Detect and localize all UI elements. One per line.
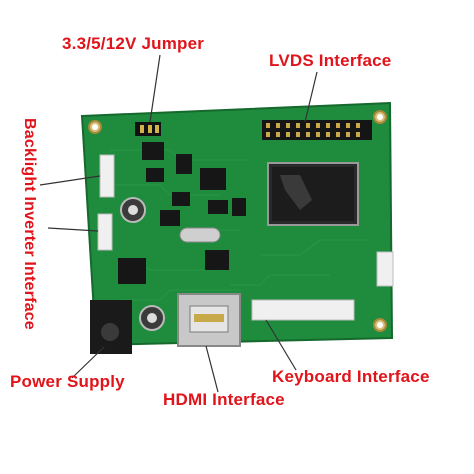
main-chip bbox=[267, 162, 359, 226]
hdmi-label: HDMI Interface bbox=[163, 390, 285, 409]
keyboard-label: Keyboard Interface bbox=[272, 367, 430, 386]
dc-jack bbox=[90, 300, 132, 354]
jumper-label: 3.3/5/12V Jumper bbox=[62, 34, 205, 53]
lvds-label: LVDS Interface bbox=[269, 51, 392, 70]
white-connectors bbox=[97, 154, 394, 321]
lvds-header bbox=[262, 120, 372, 140]
power-supply-label: Power Supply bbox=[10, 372, 125, 391]
crystal-oscillator bbox=[179, 227, 221, 243]
capacitors bbox=[120, 197, 165, 331]
backlight-label: Backlight Inverter Interface bbox=[21, 118, 38, 330]
pointer-lines bbox=[39, 54, 318, 393]
small-ics bbox=[118, 142, 246, 284]
jumper-header bbox=[135, 122, 161, 136]
hdmi-connector bbox=[177, 293, 241, 347]
